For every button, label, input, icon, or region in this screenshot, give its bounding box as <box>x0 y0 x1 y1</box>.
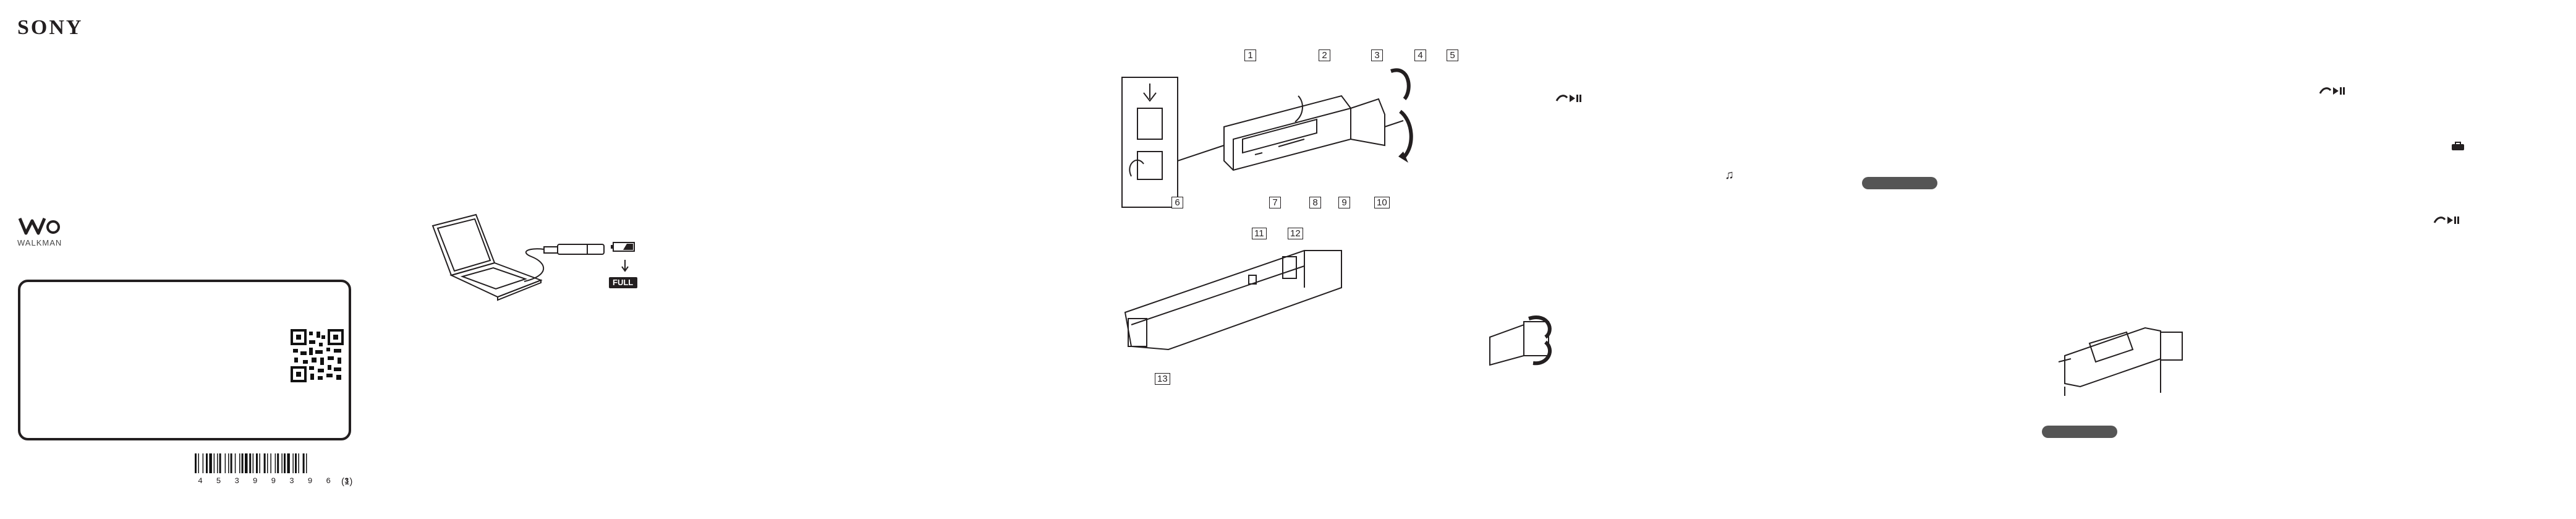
music-note-icon: ♫ <box>1725 168 1734 182</box>
callout-8: 8 <box>1309 197 1321 208</box>
clip-attachment-illustration <box>2058 327 2183 396</box>
callout-10: 10 <box>1374 197 1390 208</box>
phone-play-pause-icon <box>2433 217 2459 224</box>
walkman-logo-icon <box>18 218 60 235</box>
section-heading-pill <box>1862 177 1937 189</box>
callout-3: 3 <box>1371 49 1383 61</box>
phone-play-pause-icon <box>2319 87 2345 95</box>
barcode-icon <box>195 453 307 473</box>
barcode-suffix: (1) <box>341 476 353 487</box>
rotate-illustration <box>1489 315 1552 366</box>
player-front-diagram <box>1121 68 1413 208</box>
callout-12: 12 <box>1288 228 1303 239</box>
arrow-down-icon <box>621 260 629 272</box>
callout-13: 13 <box>1155 373 1170 385</box>
phone-play-pause-icon <box>1555 95 1581 102</box>
battery-charging-icon <box>611 242 635 252</box>
section-heading-pill <box>2042 426 2117 438</box>
callout-4: 4 <box>1414 49 1426 61</box>
player-back-diagram <box>1124 250 1342 351</box>
callout-2: 2 <box>1319 49 1330 61</box>
callout-5: 5 <box>1447 49 1458 61</box>
battery-full-indicator: FULL <box>609 277 637 288</box>
callout-9: 9 <box>1338 197 1350 208</box>
callout-6: 6 <box>1171 197 1183 208</box>
barcode-digits: 4 5 3 9 9 3 9 6 3 <box>198 476 354 486</box>
toolbox-icon <box>2452 142 2464 150</box>
sony-logo: SONY <box>17 16 83 39</box>
callout-11: 11 <box>1252 228 1267 239</box>
walkman-wordmark: WALKMAN <box>17 238 62 247</box>
battery-full-label: FULL <box>613 278 634 287</box>
qr-code-icon <box>291 329 344 382</box>
info-box <box>18 280 351 440</box>
callout-1: 1 <box>1244 49 1256 61</box>
laptop-connection-illustration <box>431 213 605 301</box>
callout-7: 7 <box>1269 197 1281 208</box>
